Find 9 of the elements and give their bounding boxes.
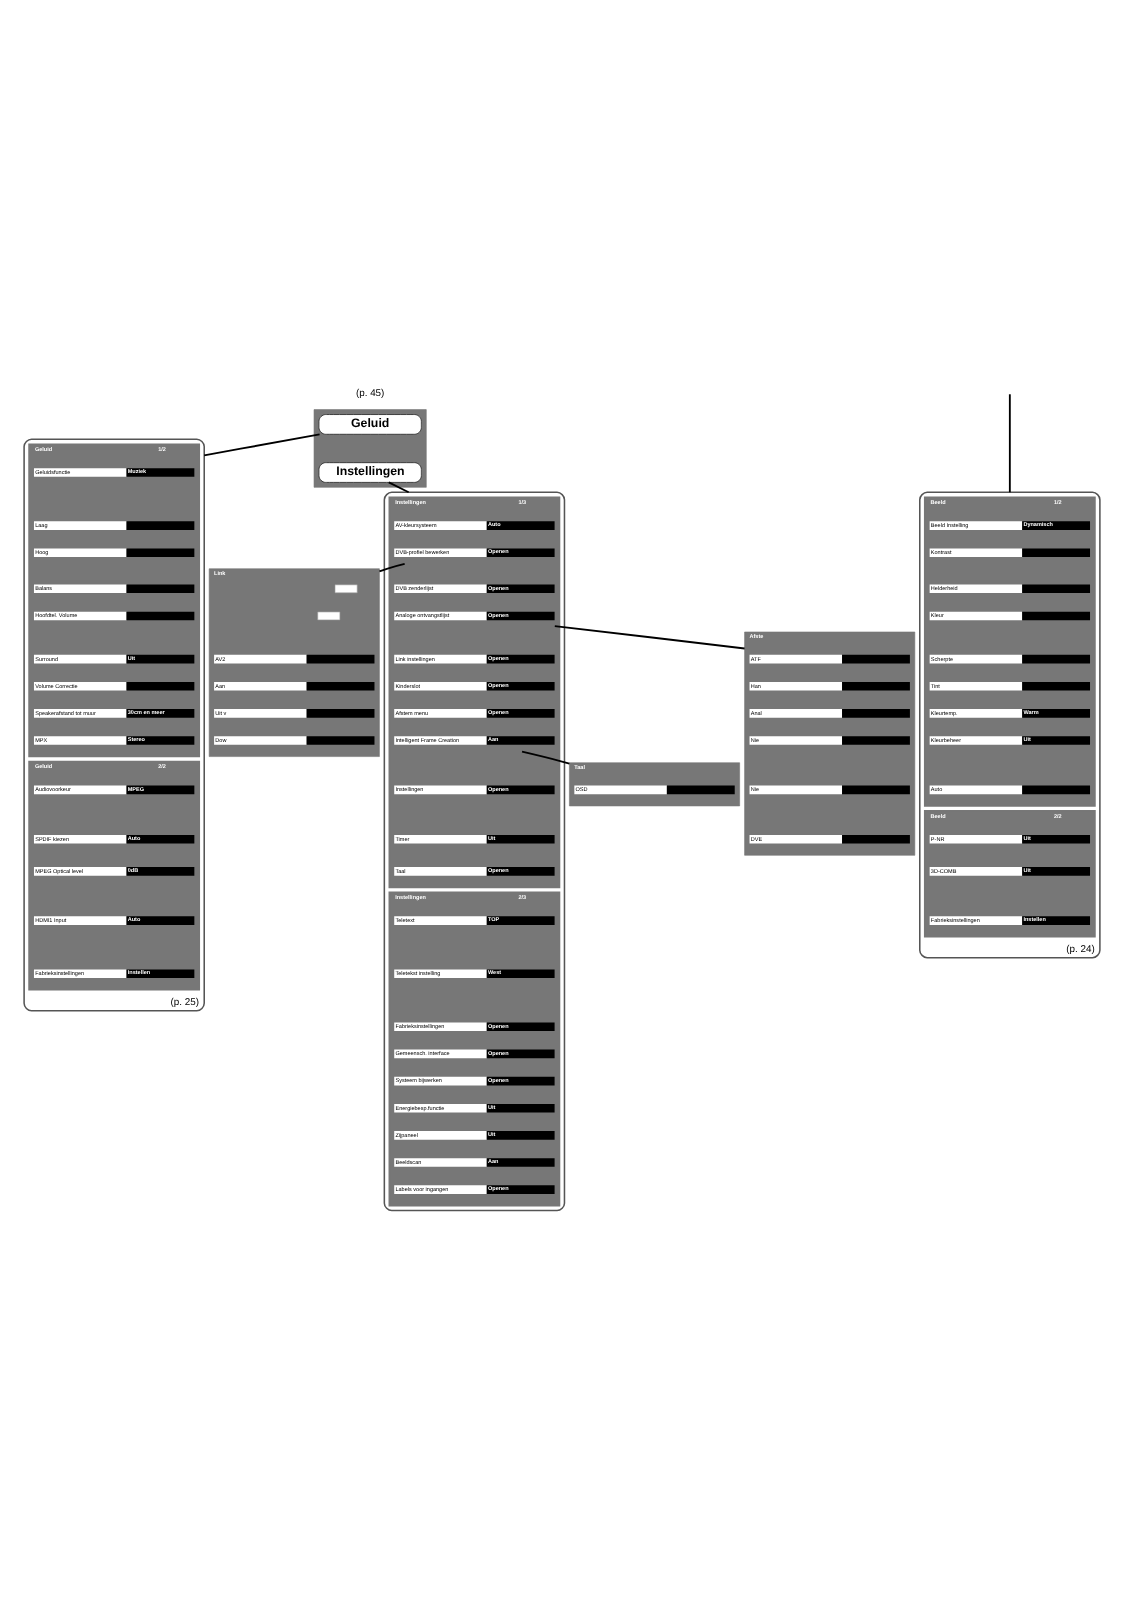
connector [203, 433, 321, 457]
connector [521, 750, 571, 765]
node-box [334, 584, 358, 594]
cluster [383, 491, 566, 1212]
connector [387, 481, 410, 494]
node-box [317, 611, 341, 621]
connector [378, 562, 406, 573]
connector [1008, 393, 1011, 494]
cluster [313, 409, 427, 488]
